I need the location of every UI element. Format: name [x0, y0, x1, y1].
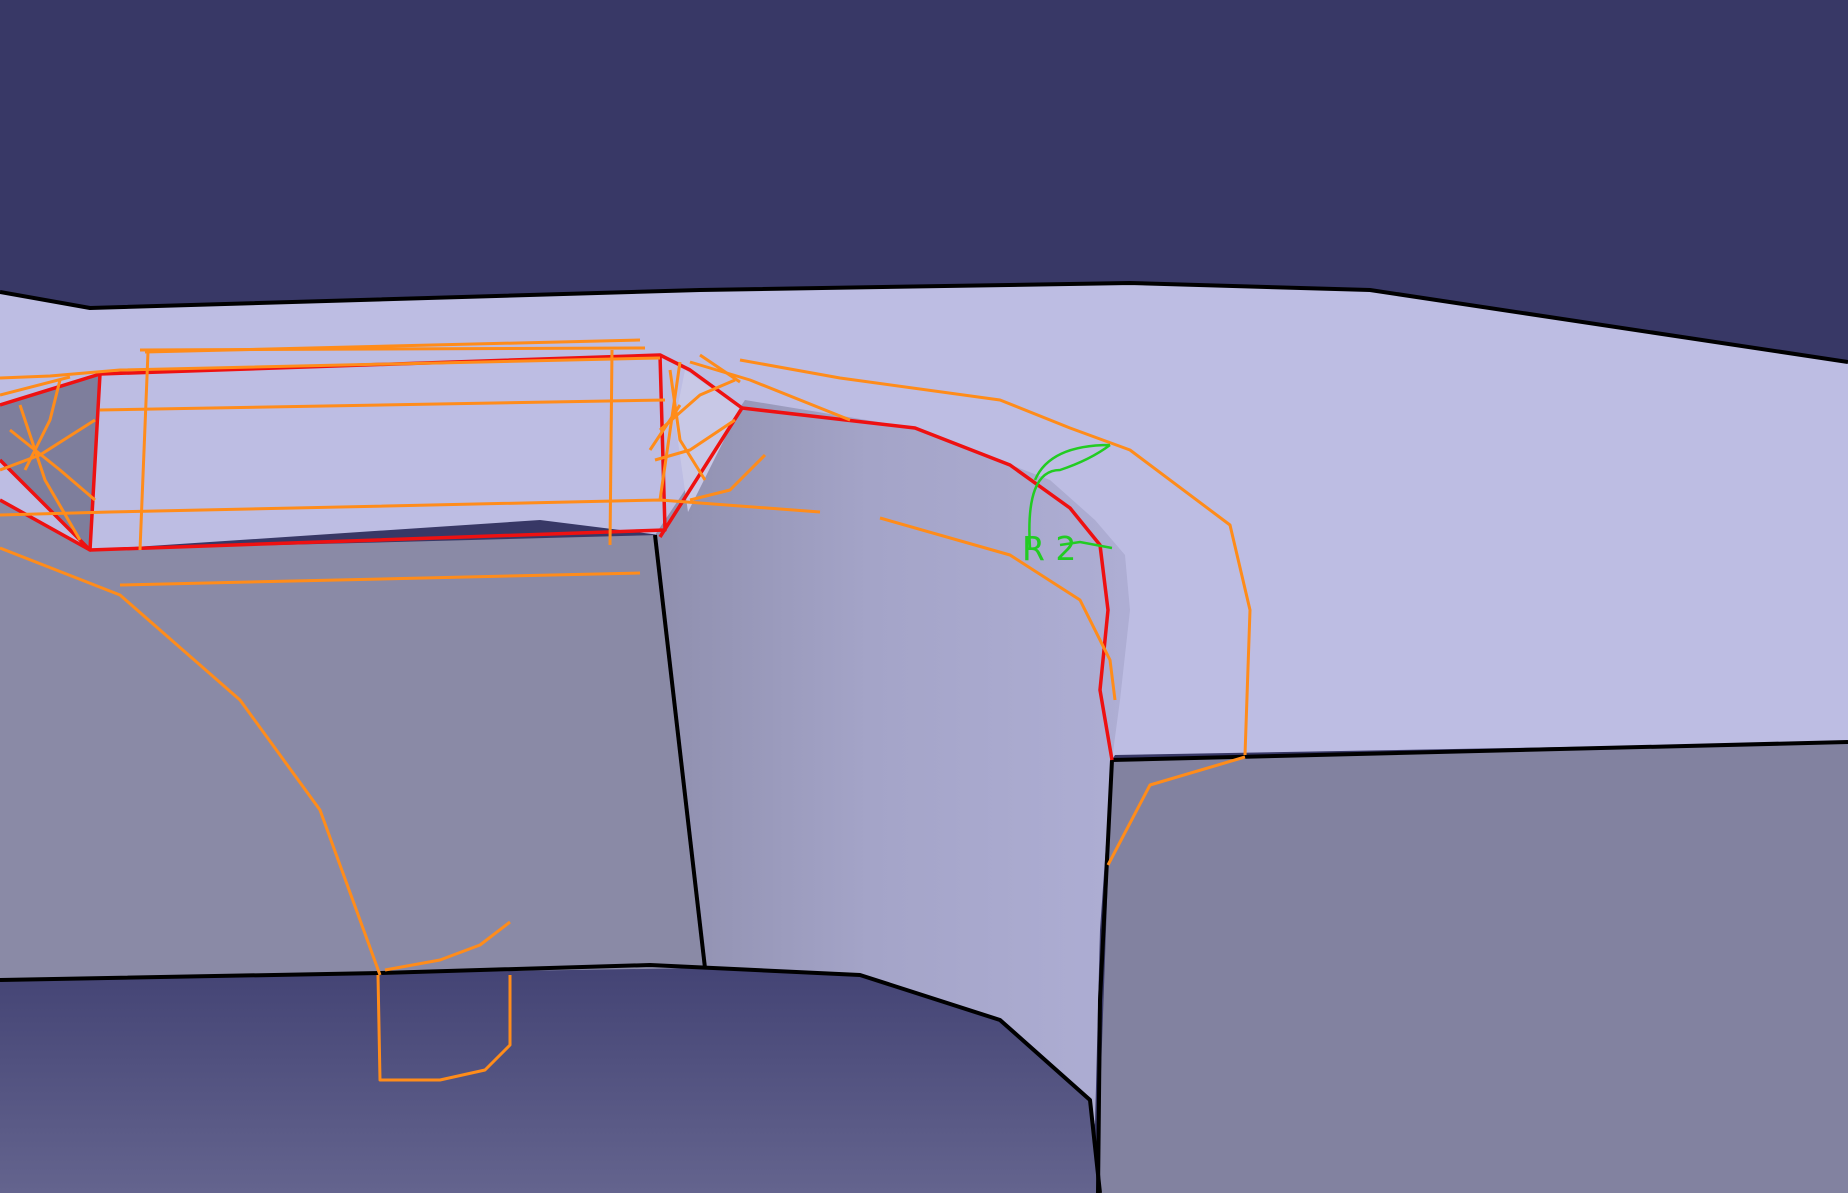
radius-label[interactable]: R 2 — [1022, 529, 1076, 568]
preview-edges — [0, 338, 1252, 1082]
radius-leader-arc — [1028, 443, 1111, 549]
radius-dimension[interactable]: R 2 — [1022, 443, 1113, 568]
pocket-right-wall — [675, 370, 740, 512]
fillet-face[interactable] — [655, 400, 1130, 1125]
radius-leader-line — [1059, 540, 1113, 550]
lower-floor-face[interactable] — [0, 965, 1100, 1193]
right-block-face[interactable] — [1100, 742, 1848, 1193]
front-face[interactable] — [0, 500, 705, 980]
